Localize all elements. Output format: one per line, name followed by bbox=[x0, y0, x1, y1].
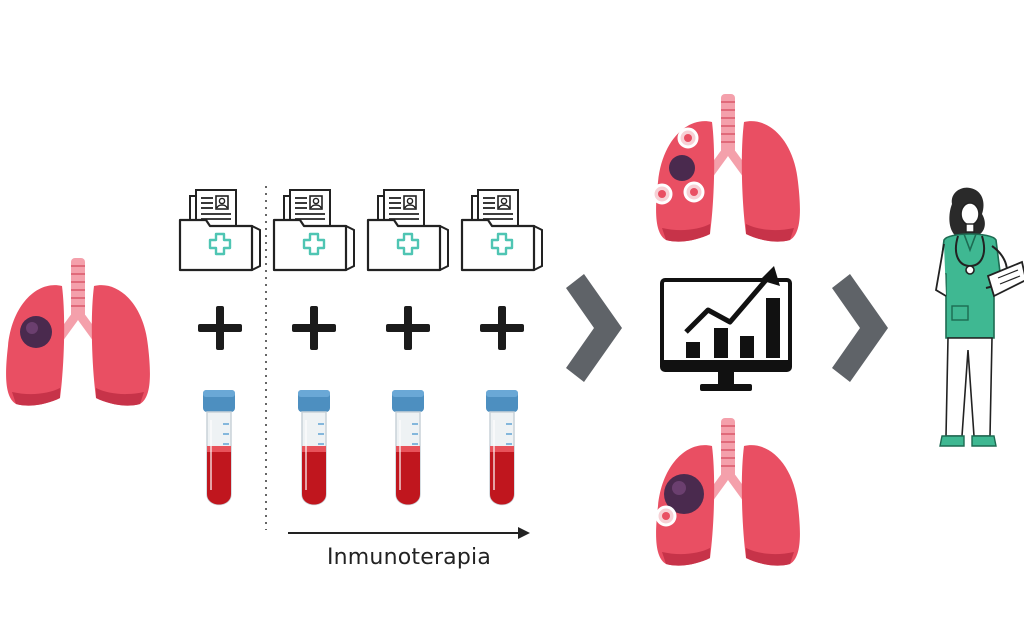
baseline-lungs-icon bbox=[6, 258, 150, 406]
doctor-icon bbox=[935, 187, 1024, 447]
lungs-single-tumor-icon bbox=[656, 418, 800, 566]
chevron-right-icon bbox=[832, 274, 888, 382]
blood-test-tube-icon bbox=[202, 389, 236, 506]
chevron-right-icon bbox=[566, 274, 622, 382]
blood-test-tube-icon bbox=[391, 389, 425, 506]
plus-icon bbox=[292, 306, 336, 350]
plus-icon bbox=[198, 306, 242, 350]
patient-record-folder-icon bbox=[272, 188, 356, 272]
baseline-column bbox=[178, 188, 262, 506]
blood-test-tube-icon bbox=[297, 389, 331, 506]
timeline-arrow bbox=[288, 527, 530, 539]
treatment-column-3 bbox=[460, 188, 544, 506]
patient-record-folder-icon bbox=[460, 188, 544, 272]
timeline-label: Inmunoterapia bbox=[326, 545, 492, 570]
lungs-multiple-tumors-icon bbox=[651, 94, 800, 242]
treatment-column-1 bbox=[272, 188, 356, 506]
plus-icon bbox=[480, 306, 524, 350]
computer-analytics-chart-icon bbox=[660, 266, 792, 391]
treatment-column-2 bbox=[366, 188, 450, 506]
blood-test-tube-icon bbox=[485, 389, 519, 506]
plus-icon bbox=[386, 306, 430, 350]
patient-record-folder-icon bbox=[178, 188, 262, 272]
patient-record-folder-icon bbox=[366, 188, 450, 272]
